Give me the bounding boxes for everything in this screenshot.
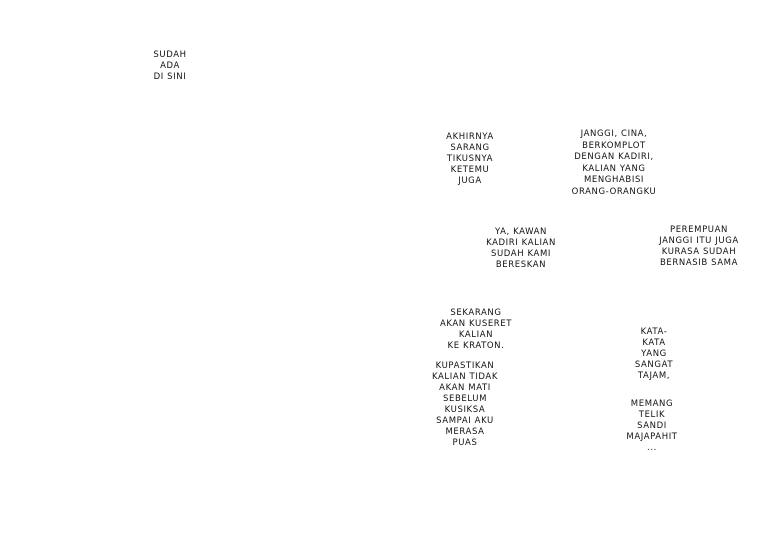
dialogue-line: TELIK	[638, 410, 666, 420]
dialogue-line: KUPASTIKAN	[435, 361, 495, 371]
dialogue-line: BERESKAN	[495, 260, 547, 270]
dialogue-line: MENGHABISI	[583, 175, 645, 185]
dialogue-line: SAMPAI AKU	[436, 416, 494, 426]
dialogue-line: DENGAN KADIRI,	[574, 152, 654, 162]
dialogue-line: SEBELUM	[442, 394, 488, 404]
dialogue-line: KALIAN YANG	[582, 163, 646, 174]
dialogue-line: SANDI	[637, 421, 667, 431]
dialogue-memang: MEMANG TELIK SANDI MAJAPAHIT ...	[626, 399, 677, 454]
dialogue-line: JANGGI ITU JUGA	[659, 236, 739, 246]
dialogue-line: ...	[647, 443, 657, 453]
dialogue-line: BERNASIB SAMA	[659, 258, 739, 268]
dialogue-line: SUDAH KAMI	[490, 249, 551, 259]
dialogue-line: KALIAN	[458, 330, 494, 340]
dialogue-line: AKAN MATI	[439, 383, 491, 393]
dialogue-line: ORANG-ORANGKU	[571, 186, 657, 197]
dialogue-line: BERKOMPLOT	[582, 140, 646, 151]
dialogue-line: KATA	[642, 338, 666, 348]
dialogue-perempuan: PEREMPUAN JANGGI ITU JUGA KURASA SUDAH B…	[659, 225, 739, 269]
dialogue-line: KADIRI KALIAN	[486, 238, 556, 248]
dialogue-line: KE KRATON.	[447, 341, 505, 351]
dialogue-line: MAJAPAHIT	[626, 432, 678, 442]
dialogue-kata-kata: KATA- KATA YANG SANGAT TAJAM,	[635, 327, 673, 382]
dialogue-line: JUGA	[458, 176, 482, 186]
dialogue-line: MEMANG	[630, 399, 674, 409]
dialogue-line: ADA	[160, 61, 180, 71]
dialogue-line: KURASA SUDAH	[661, 247, 737, 257]
dialogue-kupastikan: KUPASTIKAN KALIAN TIDAK AKAN MATI SEBELU…	[432, 361, 498, 449]
dialogue-ya-kawan: YA, KAWAN KADIRI KALIAN SUDAH KAMI BERES…	[486, 227, 556, 271]
dialogue-line: KUSIKSA	[444, 405, 486, 415]
dialogue-line: KETEMU	[450, 165, 490, 175]
dialogue-line: AKHIRNYA	[446, 132, 494, 142]
dialogue-line: JANGGI, CINA,	[580, 129, 648, 139]
dialogue-line: KATA-	[640, 327, 668, 337]
dialogue-line: SUDAH	[153, 50, 187, 60]
dialogue-line: TIKUSNYA	[446, 154, 494, 164]
dialogue-line: PEREMPUAN	[669, 225, 729, 235]
dialogue-line: YANG	[641, 349, 667, 359]
dialogue-line: DI SINI	[153, 72, 187, 82]
dialogue-line: SEKARANG	[450, 308, 502, 318]
dialogue-line: MERASA	[445, 427, 485, 437]
dialogue-line: SARANG	[450, 143, 490, 153]
dialogue-line: SANGAT	[634, 360, 674, 370]
dialogue-sudah-ada: SUDAH ADA DI SINI	[153, 50, 186, 83]
dialogue-line: PUAS	[452, 438, 478, 448]
dialogue-sekarang: SEKARANG AKAN KUSERET KALIAN KE KRATON.	[440, 308, 512, 352]
dialogue-line: TAJAM,	[637, 371, 671, 381]
dialogue-line: KALIAN TIDAK	[431, 372, 499, 382]
dialogue-line: AKAN KUSERET	[439, 319, 513, 329]
dialogue-akhirnya: AKHIRNYA SARANG TIKUSNYA KETEMU JUGA	[446, 132, 494, 187]
dialogue-janggi-cina: JANGGI, CINA, BERKOMPLOT DENGAN KADIRI, …	[572, 129, 657, 198]
dialogue-line: YA, KAWAN	[494, 227, 548, 237]
